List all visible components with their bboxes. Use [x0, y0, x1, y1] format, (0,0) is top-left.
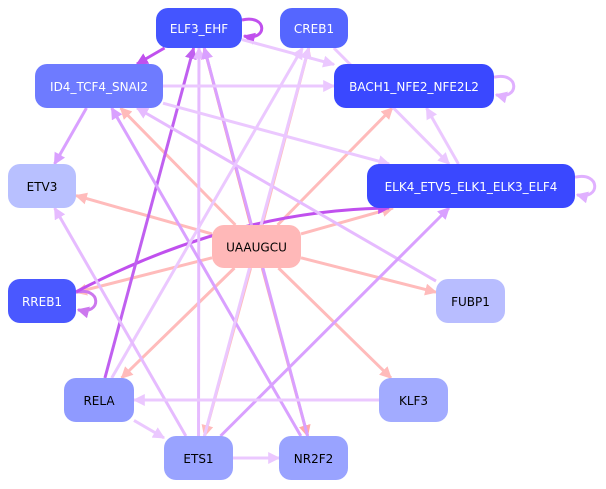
node-label: RELA — [83, 394, 115, 408]
node-box[interactable] — [279, 436, 348, 480]
edge-uaaugcu-to-fubp1 — [300, 256, 438, 296]
node-box[interactable] — [64, 378, 134, 422]
node-label: ETS1 — [183, 452, 213, 466]
edge-uaaugcu-to-rela — [120, 266, 236, 380]
edge-ets1-to-elk4-etv5-elk1-elk3-elf4 — [219, 206, 451, 438]
node-etv3[interactable]: ETV3 — [8, 164, 76, 208]
node-uaaugcu[interactable]: UAAUGCU — [212, 225, 301, 268]
node-box[interactable] — [156, 8, 242, 48]
edge-elf3-ehf-to-id4-tcf4-snai2 — [135, 46, 166, 66]
node-label: ID4_TCF4_SNAI2 — [50, 80, 148, 94]
node-box[interactable] — [212, 225, 301, 268]
node-label: RREB1 — [22, 295, 62, 309]
node-id4-tcf4-snai2[interactable]: ID4_TCF4_SNAI2 — [35, 64, 163, 108]
node-box[interactable] — [280, 8, 348, 48]
node-box[interactable] — [334, 64, 494, 108]
node-box[interactable] — [35, 64, 163, 108]
node-label: UAAUGCU — [226, 241, 287, 255]
node-ets1[interactable]: ETS1 — [164, 436, 233, 480]
node-elk4-etv5-elk1-elk3-elf4[interactable]: ELK4_ETV5_ELK1_ELK3_ELF4 — [367, 164, 575, 208]
edge-rela-to-creb1 — [110, 46, 304, 379]
edge-bach1-nfe2-nfe2l2-to-bach1-nfe2-nfe2l2 — [493, 74, 516, 104]
node-label: FUBP1 — [451, 295, 490, 309]
edge-fubp1-to-id4-tcf4-snai2 — [135, 106, 437, 283]
edge-id4-tcf4-snai2-to-elk4-etv5-elk1-elk3-elf4 — [162, 101, 391, 167]
edge-rela-to-ets1 — [133, 419, 166, 440]
node-bach1-nfe2-nfe2l2[interactable]: BACH1_NFE2_NFE2L2 — [334, 64, 494, 108]
node-box[interactable] — [436, 279, 505, 323]
node-creb1[interactable]: CREB1 — [280, 8, 348, 48]
edge-uaaugcu-to-etv3 — [74, 192, 213, 236]
edge-uaaugcu-to-rreb1 — [74, 256, 213, 296]
edge-id4-tcf4-snai2-to-etv3 — [53, 107, 88, 166]
edge-elk4-etv5-elk1-elk3-elf4-to-elk4-etv5-elk1-elk3-elf4 — [574, 174, 597, 204]
edge-rreb1-to-rreb1 — [75, 289, 98, 319]
node-box[interactable] — [8, 279, 76, 323]
node-rreb1[interactable]: RREB1 — [8, 279, 76, 323]
edge-uaaugcu-to-elk4-etv5-elk1-elk3-elf4 — [300, 205, 395, 236]
node-box[interactable] — [367, 164, 575, 208]
edge-ets1-to-etv3 — [53, 206, 188, 437]
node-label: KLF3 — [399, 394, 428, 408]
edge-elf3-ehf-to-bach1-nfe2-nfe2l2 — [241, 38, 336, 68]
node-label: ETV3 — [27, 180, 58, 194]
node-label: NR2F2 — [294, 452, 334, 466]
node-label: CREB1 — [294, 22, 334, 36]
node-rela[interactable]: RELA — [64, 378, 134, 422]
edge-uaaugcu-to-id4-tcf4-snai2 — [119, 106, 237, 227]
node-label: BACH1_NFE2_NFE2L2 — [349, 80, 479, 94]
node-box[interactable] — [8, 164, 76, 208]
node-klf3[interactable]: KLF3 — [379, 378, 448, 422]
edge-elk4-etv5-elk1-elk3-elf4-to-bach1-nfe2-nfe2l2 — [425, 106, 460, 165]
node-box[interactable] — [164, 436, 233, 480]
node-elf3-ehf[interactable]: ELF3_EHF — [156, 8, 242, 48]
node-label: ELF3_EHF — [170, 22, 228, 36]
node-box[interactable] — [379, 378, 448, 422]
node-nr2f2[interactable]: NR2F2 — [279, 436, 348, 480]
node-fubp1[interactable]: FUBP1 — [436, 279, 505, 323]
edge-elf3-ehf-to-elf3-ehf — [241, 17, 264, 45]
edge-uaaugcu-to-bach1-nfe2-nfe2l2 — [276, 106, 394, 227]
edge-nr2f2-to-id4-tcf4-snai2 — [110, 106, 303, 437]
node-label: ELK4_ETV5_ELK1_ELK3_ELF4 — [385, 180, 558, 194]
